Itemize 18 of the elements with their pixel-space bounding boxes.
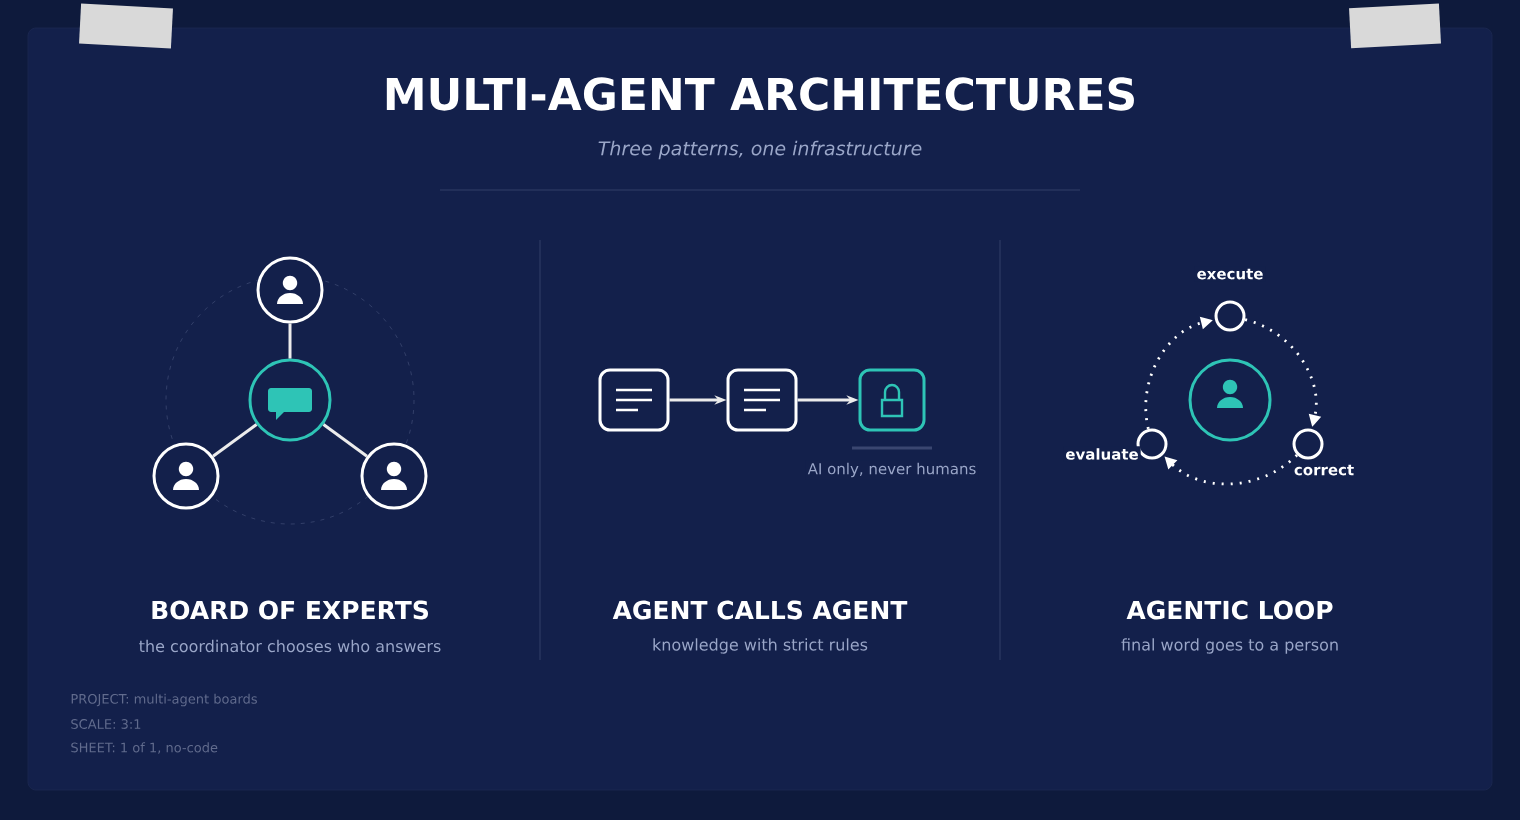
rounded-box — [726, 368, 798, 432]
title: MULTI-AGENT ARCHITECTURES — [386, 77, 1134, 111]
connector — [322, 423, 368, 458]
connector — [212, 423, 258, 458]
section-heading: BOARD OF EXPERTS — [152, 600, 428, 620]
circle-node — [1214, 300, 1246, 332]
rounded-box — [858, 368, 926, 432]
rounded-box — [598, 368, 670, 432]
subtitle: Three patterns, one infrastructure — [598, 140, 922, 160]
circle-node — [1188, 358, 1272, 442]
circle-node — [1292, 428, 1324, 460]
connector — [288, 323, 292, 359]
section-description: the coordinator chooses who answers — [139, 639, 441, 653]
section-description: knowledge with strict rules — [653, 638, 868, 654]
section-heading: AGENTIC LOOP — [1126, 600, 1333, 620]
circle-node — [1136, 428, 1168, 460]
section-description: final word goes to a person — [1121, 638, 1338, 654]
section-heading: AGENT CALLS AGENT — [612, 600, 908, 620]
